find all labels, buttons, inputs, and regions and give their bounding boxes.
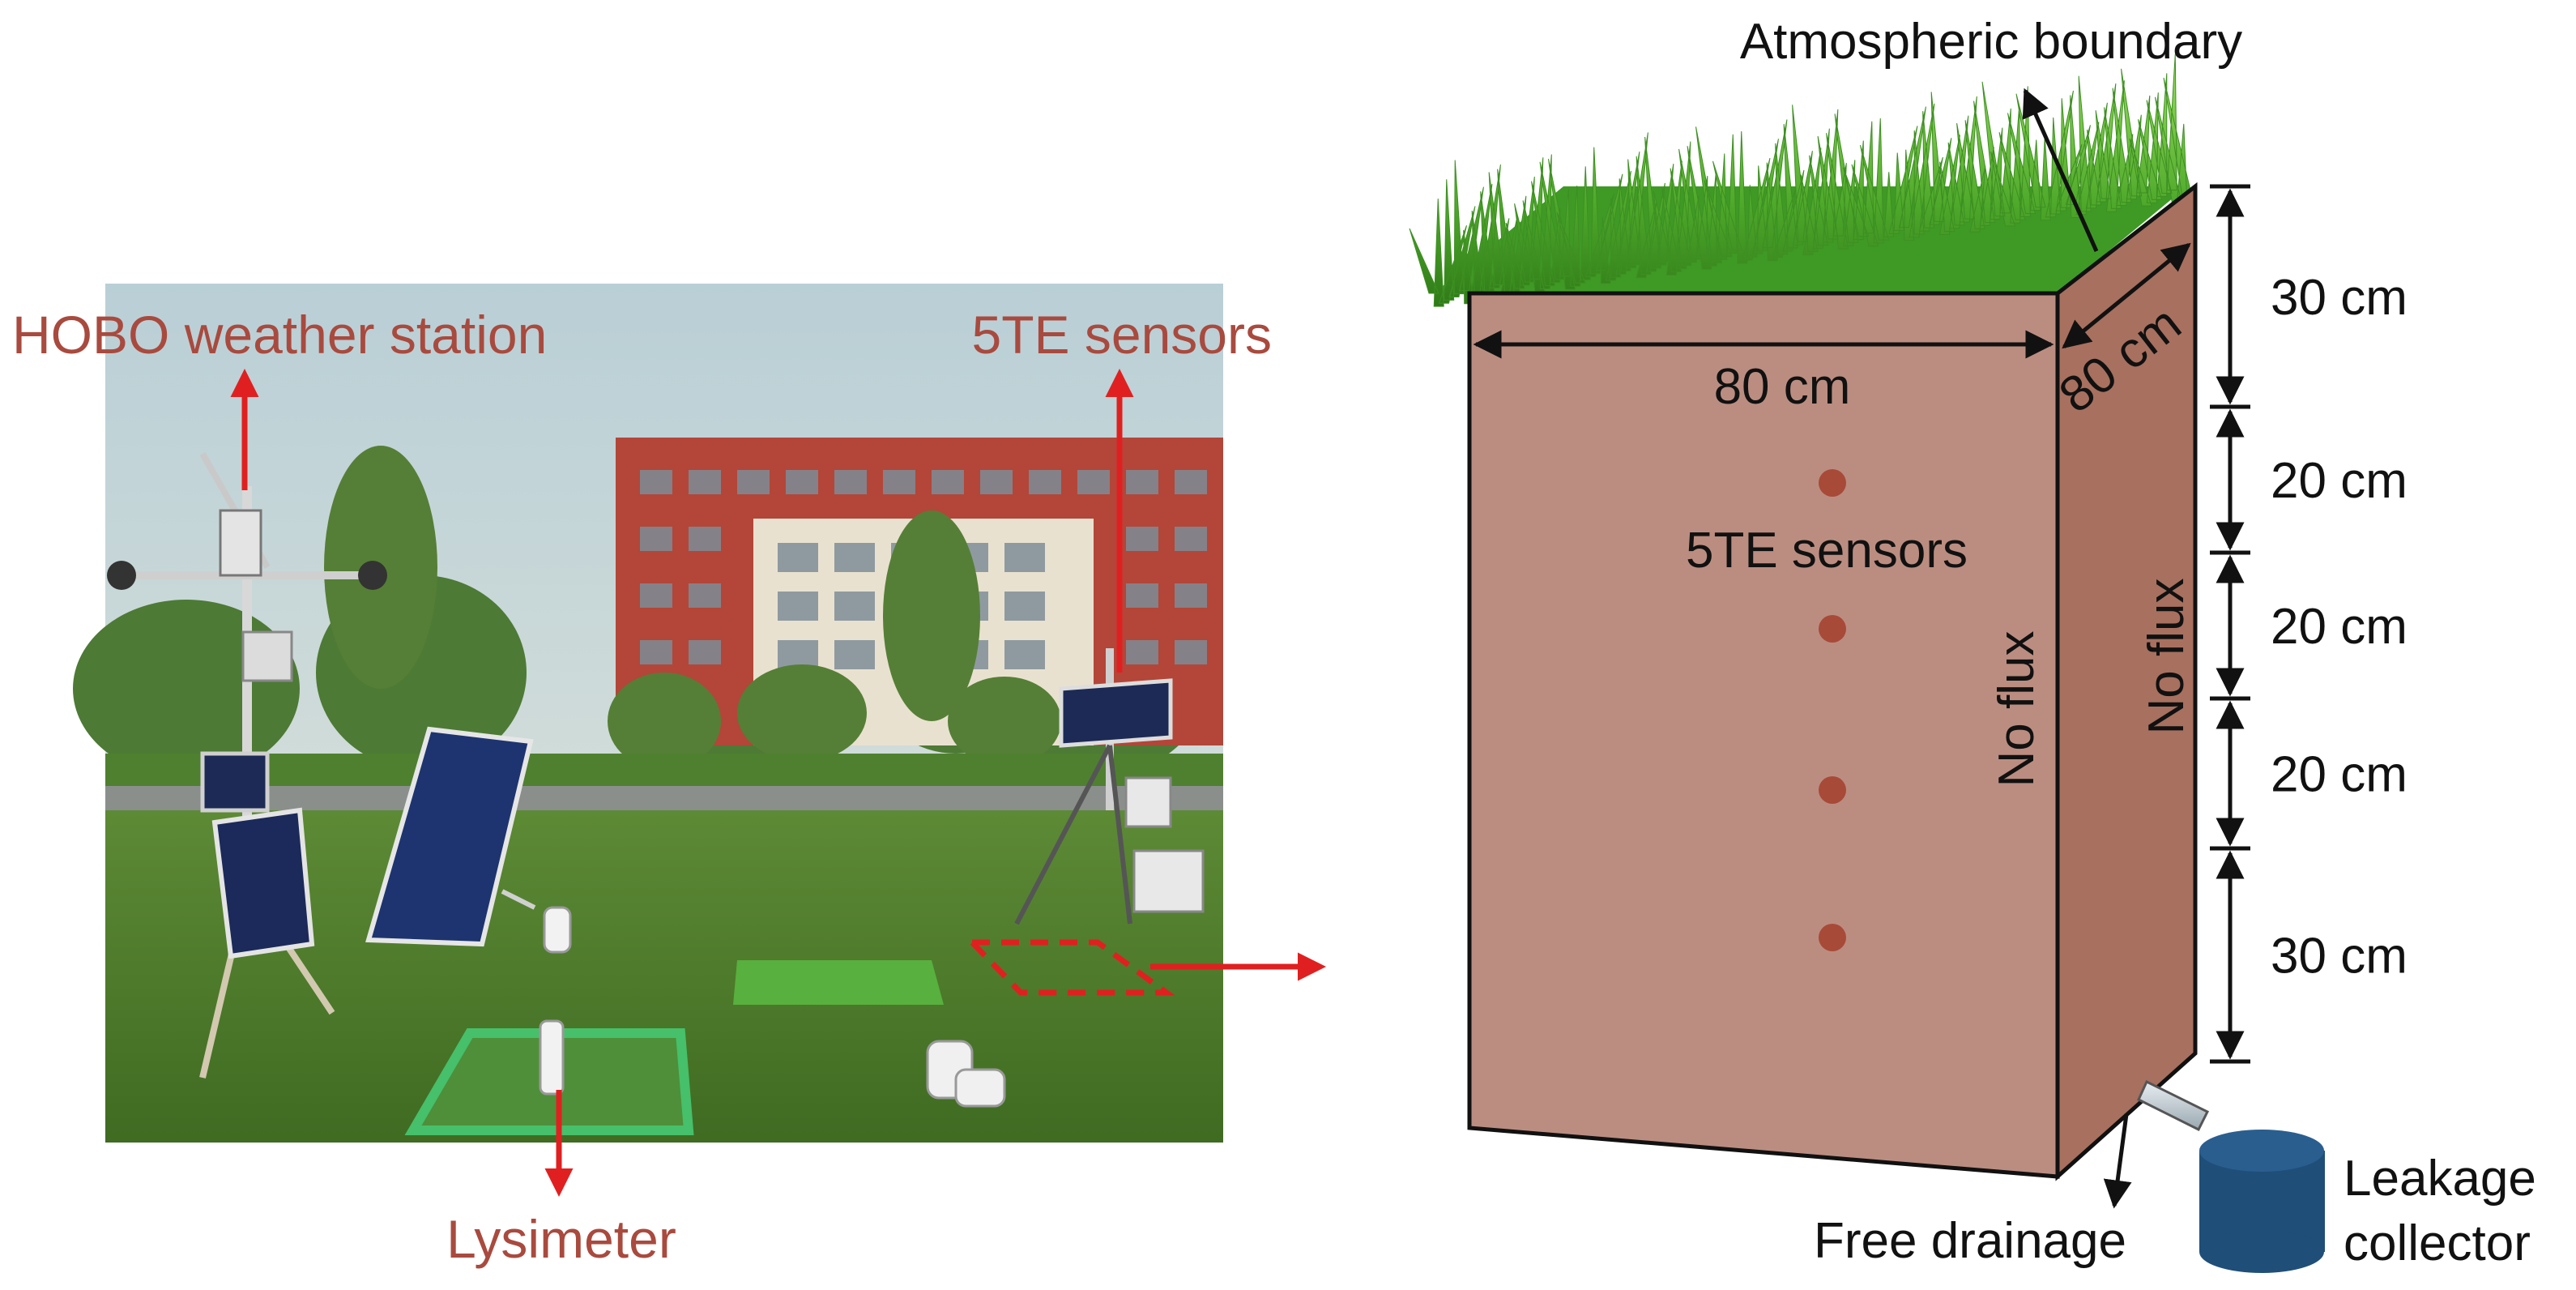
no-flux-side-label: No flux bbox=[2139, 579, 2194, 735]
layer-thickness-label: 30 cm bbox=[2271, 929, 2408, 985]
solar-panel-left bbox=[199, 807, 335, 1079]
sensors-label: 5TE sensors bbox=[1686, 523, 1968, 579]
sensor-dot bbox=[1819, 615, 1846, 643]
label-sensors: 5TE sensors bbox=[972, 305, 1272, 365]
lysimeter-frame bbox=[404, 1019, 694, 1135]
sensor-dot bbox=[1819, 924, 1846, 951]
sensor-dot bbox=[1819, 469, 1846, 497]
collector-label-line2: collector bbox=[2344, 1215, 2531, 1271]
soil-front-face bbox=[1467, 291, 2060, 1179]
foreground-trees bbox=[324, 446, 1061, 770]
layer-dimensions: 30 cm 20 cm 20 cm 20 cm 30 cm bbox=[2210, 184, 2408, 1064]
grass-turf bbox=[1409, 53, 2193, 307]
leakage-collector bbox=[2199, 1130, 2325, 1273]
depth-dimension-arrow bbox=[2062, 242, 2191, 349]
sensor-dots bbox=[1819, 469, 1846, 951]
free-drainage-label: Free drainage bbox=[1814, 1213, 2126, 1269]
no-flux-front-label: No flux bbox=[1989, 631, 2045, 788]
drainage-pipe bbox=[2137, 1079, 2210, 1132]
grass-mat bbox=[733, 960, 944, 1005]
sensor-station bbox=[1014, 648, 1205, 925]
label-lysimeter: Lysimeter bbox=[446, 1209, 676, 1269]
label-weather-station: HOBO weather station bbox=[12, 305, 547, 365]
field-photo: HOBO weather station 5TE sensors Lysimet… bbox=[12, 284, 1326, 1269]
pvc-pipe bbox=[543, 906, 572, 954]
sensor-plot-outline bbox=[965, 939, 1175, 996]
layer-thickness-label: 20 cm bbox=[2271, 453, 2408, 509]
sensor-dot bbox=[1819, 776, 1846, 804]
weather-station bbox=[107, 452, 387, 818]
free-drainage-arrow bbox=[2103, 1113, 2132, 1209]
layer-thickness-label: 20 cm bbox=[2271, 747, 2408, 803]
soil-column-schematic: 80 cm 80 cm 5TE sensors No flux No flux … bbox=[1409, 14, 2536, 1273]
pvc-fittings bbox=[926, 1040, 1006, 1108]
atmospheric-boundary-label: Atmospheric boundary bbox=[1740, 14, 2242, 70]
width-label: 80 cm bbox=[1714, 359, 1851, 415]
solar-panel-middle bbox=[365, 726, 536, 947]
atmospheric-boundary-arrow bbox=[2022, 88, 2099, 253]
layer-thickness-label: 20 cm bbox=[2271, 599, 2408, 655]
collector-label-line1: Leakage bbox=[2344, 1151, 2536, 1207]
layer-thickness-label: 30 cm bbox=[2271, 270, 2408, 326]
